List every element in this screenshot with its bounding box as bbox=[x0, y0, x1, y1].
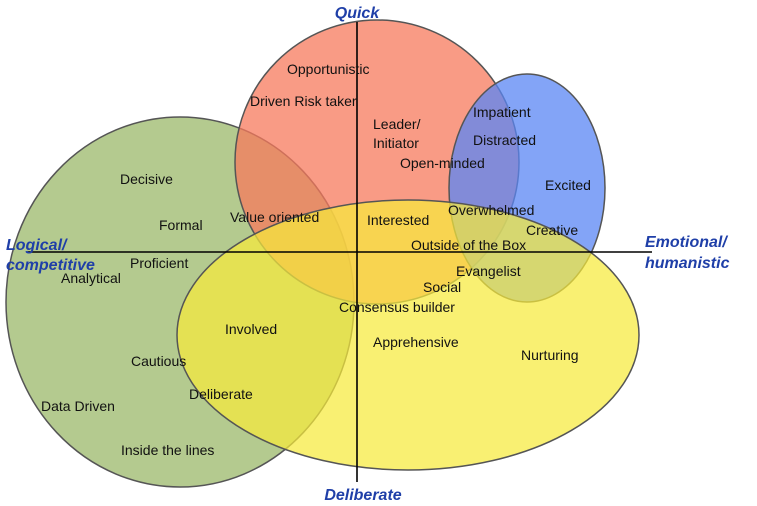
label-social: Social bbox=[423, 279, 461, 295]
label-outside-of-the-box: Outside of the Box bbox=[411, 237, 526, 253]
yellow-ellipse bbox=[176, 199, 640, 471]
axis-label-left-line1: Logical/ bbox=[6, 237, 68, 254]
label-interested: Interested bbox=[367, 212, 429, 228]
label-creative: Creative bbox=[526, 222, 578, 238]
label-inside-the-lines: Inside the lines bbox=[121, 442, 214, 458]
label-initiator: Initiator bbox=[373, 135, 419, 151]
label-evangelist: Evangelist bbox=[456, 263, 521, 279]
label-proficient: Proficient bbox=[130, 255, 188, 271]
label-open-minded: Open-minded bbox=[400, 155, 485, 171]
label-formal: Formal bbox=[159, 217, 203, 233]
axis-label-right-line1: Emotional/ bbox=[645, 234, 728, 251]
label-driven-risk-taker: Driven Risk taker bbox=[250, 93, 357, 109]
label-impatient: Impatient bbox=[473, 104, 531, 120]
label-involved: Involved bbox=[225, 321, 277, 337]
axis-label-left-line2: competitive bbox=[6, 257, 95, 274]
label-data-driven: Data Driven bbox=[41, 398, 115, 414]
label-opportunistic: Opportunistic bbox=[287, 61, 369, 77]
label-overwhelmed: Overwhelmed bbox=[448, 202, 534, 218]
label-deliberate: Deliberate bbox=[189, 386, 253, 402]
label-analytical: Analytical bbox=[61, 270, 121, 286]
axis-label-right-line2: humanistic bbox=[645, 255, 730, 272]
label-nurturing: Nurturing bbox=[521, 347, 579, 363]
axis-label-top: Quick bbox=[335, 5, 381, 22]
label-excited: Excited bbox=[545, 177, 591, 193]
label-value-oriented: Value oriented bbox=[230, 209, 319, 225]
label-apprehensive: Apprehensive bbox=[373, 334, 459, 350]
label-distracted: Distracted bbox=[473, 132, 536, 148]
label-leader: Leader/ bbox=[373, 116, 421, 132]
axis-label-bottom: Deliberate bbox=[324, 487, 401, 504]
label-consensus-builder: Consensus builder bbox=[339, 299, 455, 315]
label-decisive: Decisive bbox=[120, 171, 173, 187]
label-cautious: Cautious bbox=[131, 353, 186, 369]
